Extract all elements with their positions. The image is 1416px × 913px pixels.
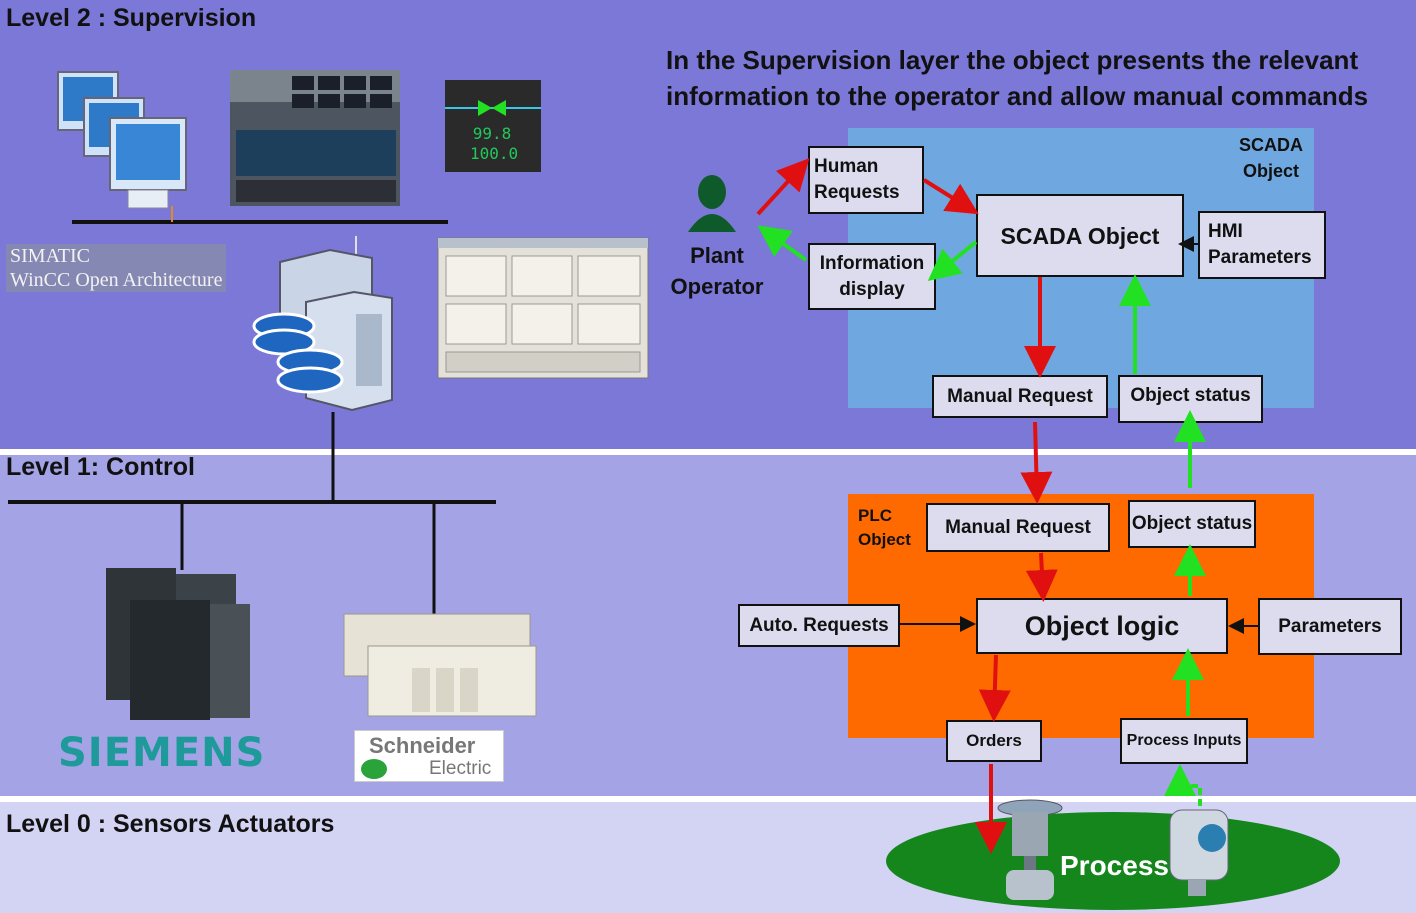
valve-values: 99.8 100.0	[470, 124, 519, 164]
plc-region-label: PLC Object	[858, 504, 911, 552]
plant-operator-line-2: Operator	[670, 274, 764, 299]
caption-line-1: In the Supervision layer the object pres…	[666, 45, 1359, 75]
hmi-parameters-box: HMI Parameters	[1198, 211, 1326, 279]
object-logic-box: Object logic	[976, 598, 1228, 654]
plant-operator-label: Plant Operator	[664, 240, 770, 302]
process-inputs-box: Process Inputs	[1120, 718, 1248, 764]
caption-line-2: information to the operator and allow ma…	[666, 81, 1369, 111]
orders-box: Orders	[946, 720, 1042, 762]
database-servers-icon	[252, 248, 393, 412]
plc-region-label-line-2: Object	[858, 530, 911, 549]
scada-object-status-box: Object status	[1118, 375, 1263, 423]
valve-value-1: 99.8	[472, 124, 512, 143]
auto-requests-box: Auto. Requests	[738, 604, 900, 647]
scada-manual-request-box: Manual Request	[932, 375, 1108, 418]
wincc-label-line-1: SIMATIC	[10, 245, 91, 267]
valve-value-2: 100.0	[470, 144, 519, 163]
hmi-parameters-line-2: Parameters	[1208, 247, 1312, 268]
wincc-label: SIMATIC WinCC Open Architecture	[6, 244, 227, 292]
schneider-leaf-icon	[361, 759, 387, 779]
parameters-box: Parameters	[1258, 598, 1402, 655]
plc-object-status-box: Object status	[1128, 500, 1256, 548]
schneider-logo-line-1: Schneider	[369, 733, 476, 758]
valve-widget	[445, 80, 541, 172]
control-room-photo	[230, 70, 400, 206]
band-separator	[0, 796, 1416, 802]
plant-operator-line-1: Plant	[690, 243, 744, 268]
siemens-plc-icon	[106, 568, 250, 720]
level-1-title: Level 1: Control	[6, 453, 195, 481]
scada-region-label: SCADA Object	[1228, 132, 1314, 184]
scada-region-label-line-2: Object	[1242, 161, 1299, 181]
plc-manual-request-box: Manual Request	[926, 503, 1110, 552]
information-display-line-2: display	[839, 278, 905, 300]
schneider-plc-icon	[343, 613, 537, 717]
band-separator	[0, 449, 1416, 455]
schneider-logo: Schneider Electric	[354, 730, 504, 782]
schneider-logo-line-2: Electric	[429, 758, 492, 779]
hmi-parameters-line-1: HMI	[1208, 221, 1243, 242]
scada-region-label-line-1: SCADA	[1238, 135, 1303, 155]
faceplate-window	[437, 237, 649, 379]
scada-object-box: SCADA Object	[976, 194, 1184, 277]
human-requests-box: Human Requests	[808, 146, 924, 214]
wincc-label-line-2: WinCC Open Architecture	[10, 269, 223, 291]
plc-region-label-line-1: PLC	[858, 506, 892, 525]
information-display-line-1: Information	[819, 252, 925, 274]
human-requests-line-1: Human	[814, 156, 879, 177]
siemens-logo: SIEMENS	[58, 730, 266, 776]
human-requests-line-2: Requests	[814, 182, 900, 203]
level-0-title: Level 0 : Sensors Actuators	[6, 810, 335, 838]
caption: In the Supervision layer the object pres…	[666, 42, 1368, 114]
level-2-title: Level 2 : Supervision	[6, 4, 257, 32]
process-ellipse	[886, 812, 1340, 910]
process-label: Process	[1060, 850, 1169, 881]
information-display-box: Information display	[808, 243, 936, 310]
workstations-icon	[57, 71, 187, 209]
